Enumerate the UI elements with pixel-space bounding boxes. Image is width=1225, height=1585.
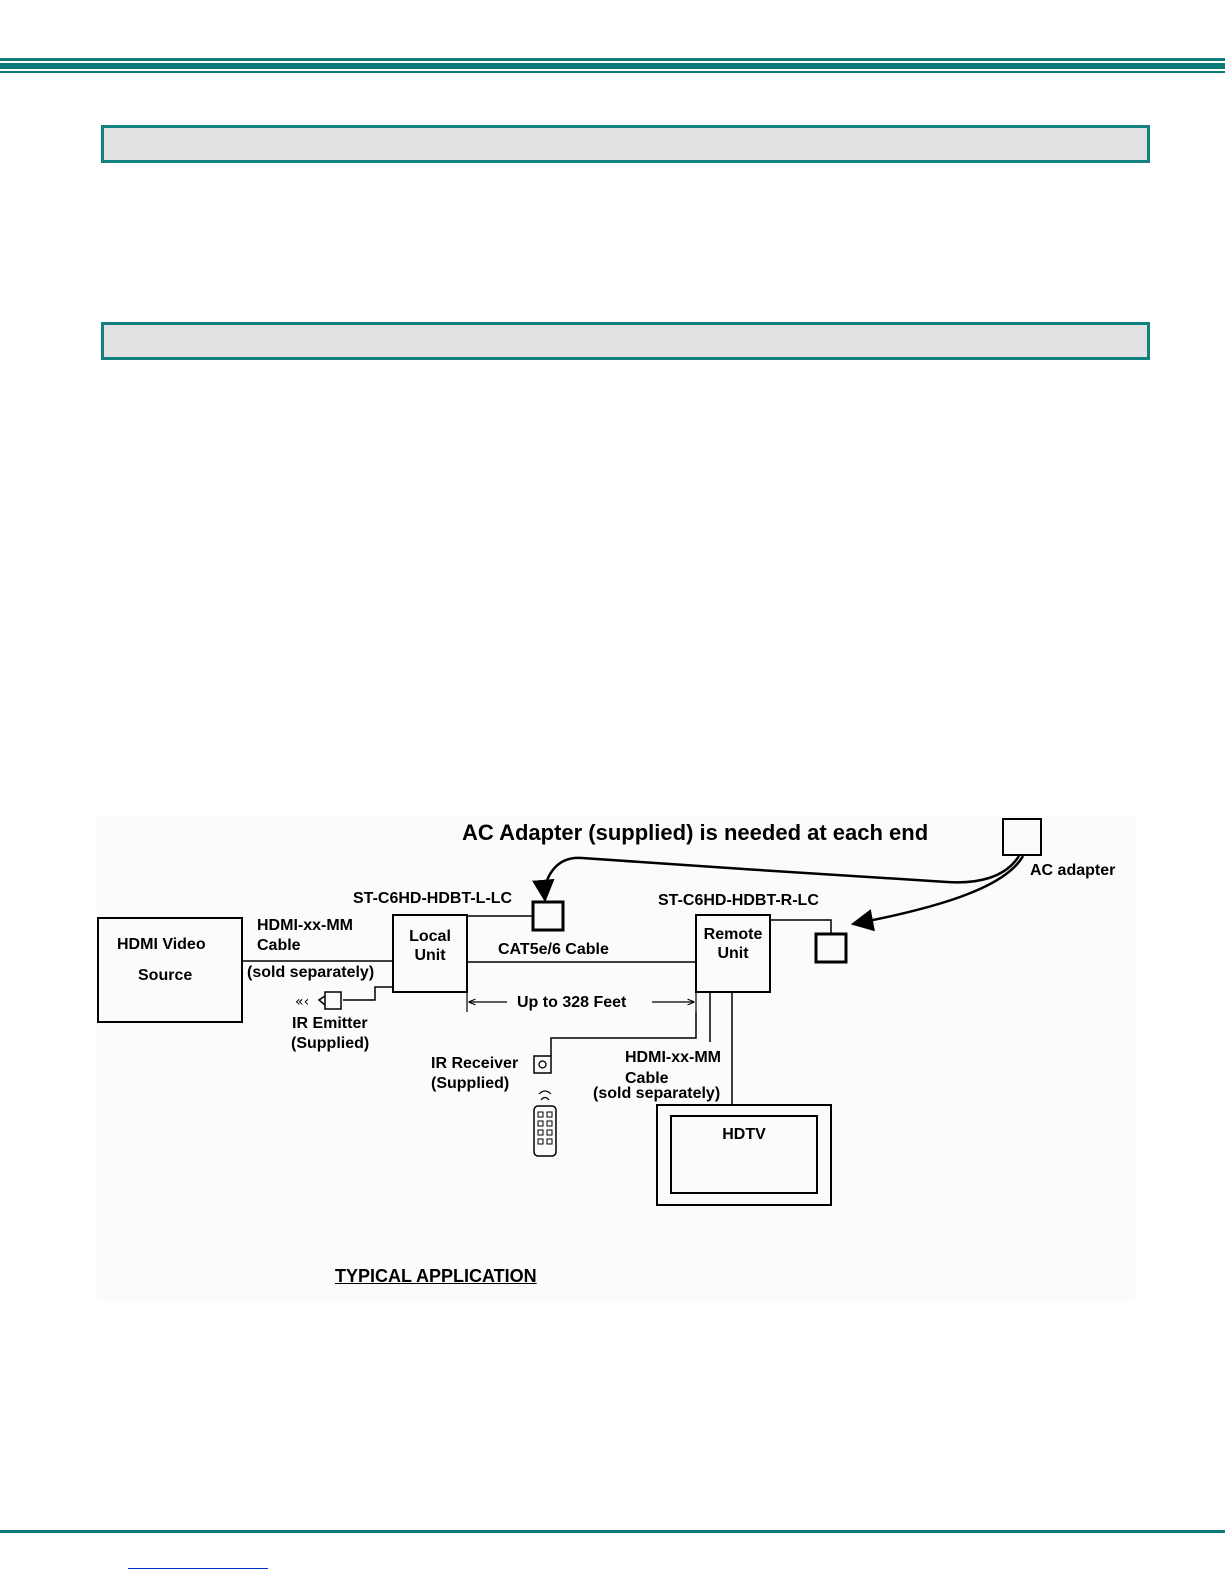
ir-receiver-label-line2: (Supplied) xyxy=(431,1075,510,1092)
source-label-line2: Source xyxy=(138,967,193,984)
section-title-2 xyxy=(104,325,1147,341)
output-cable-label-line2: Cable xyxy=(625,1070,669,1087)
remote-control-icon xyxy=(533,1090,557,1157)
local-unit-label-line1: Local xyxy=(409,928,451,945)
local-model-label: ST-C6HD-HDBT-L-LC xyxy=(353,890,513,907)
remote-model-label: ST-C6HD-HDBT-R-LC xyxy=(658,892,819,909)
input-cable-label-line1: HDMI-xx-MM xyxy=(257,917,353,934)
power-lead-remote xyxy=(850,855,1025,932)
hdtv-screen xyxy=(670,1115,818,1194)
input-cable-label-line2: Cable xyxy=(257,937,301,954)
ir-emitter-body xyxy=(324,991,342,1010)
remote-power-plug xyxy=(814,932,848,964)
section-header-1 xyxy=(101,125,1150,163)
source-label-line1: HDMI Video xyxy=(117,936,206,953)
typical-application-diagram: «‹ AC Adapter (supplied) is needed at ea… xyxy=(97,816,1135,1302)
diagram-graphics: «‹ xyxy=(97,818,1042,1206)
ac-adapter-box xyxy=(1002,818,1042,856)
local-power-plug xyxy=(531,900,565,932)
input-cable-label-line3: (sold separately) xyxy=(247,964,375,981)
footer-link-underline[interactable] xyxy=(128,1568,268,1569)
section-header-2 xyxy=(101,322,1150,360)
distance-label: Up to 328 Feet xyxy=(517,994,627,1011)
footer-rule xyxy=(0,1530,1225,1533)
diagram-caption: TYPICAL APPLICATION xyxy=(335,1266,537,1286)
hdtv-label: HDTV xyxy=(722,1126,766,1143)
video-source-box xyxy=(97,917,243,1023)
ir-receiver-body xyxy=(533,1055,552,1074)
remote-unit-label-line1: Remote xyxy=(703,926,763,943)
ac-adapter-headline: AC Adapter (supplied) is needed at each … xyxy=(462,820,929,845)
ir-emitter-signal-icon: «‹ xyxy=(295,994,309,1010)
cat-cable-label: CAT5e/6 Cable xyxy=(498,941,609,958)
power-lead-local xyxy=(532,855,1021,903)
local-unit-label-line2: Unit xyxy=(414,947,446,964)
remote-unit-label-line2: Unit xyxy=(717,945,749,962)
ir-emitter-label-line1: IR Emitter xyxy=(292,1015,368,1032)
remote-unit-box xyxy=(695,914,771,993)
ac-adapter-label: AC adapter xyxy=(1030,862,1116,879)
section-title-1 xyxy=(104,128,1147,144)
hdtv-frame xyxy=(656,1104,832,1206)
output-cable-label-line1: HDMI-xx-MM xyxy=(625,1049,721,1066)
output-cable-label-line3: (sold separately) xyxy=(593,1085,721,1102)
local-unit-box xyxy=(392,914,468,993)
ir-emitter-label-line2: (Supplied) xyxy=(291,1035,370,1052)
header-rule xyxy=(0,58,1225,76)
ir-receiver-label-line1: IR Receiver xyxy=(431,1055,519,1072)
